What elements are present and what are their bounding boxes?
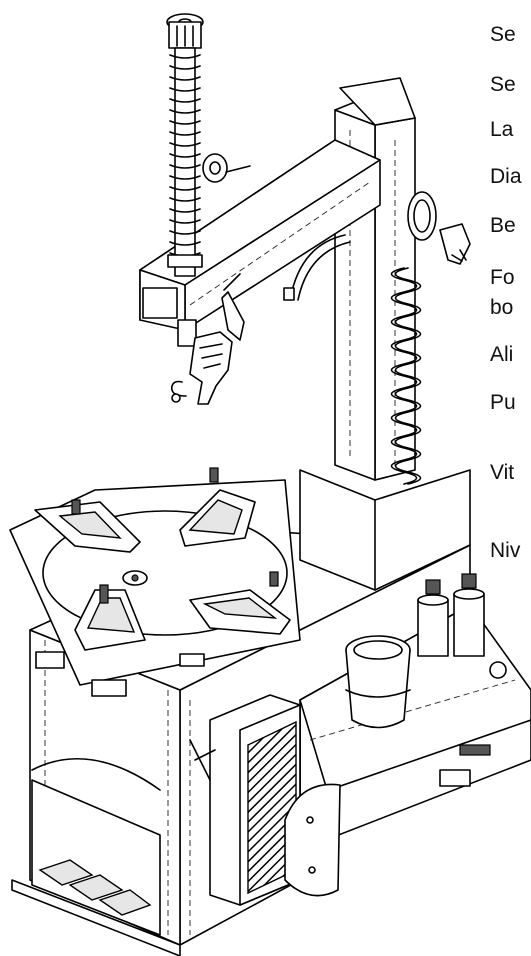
label-1: Se: [490, 23, 516, 46]
label-2: Se: [490, 73, 516, 96]
label-8: Ali: [490, 343, 514, 366]
filter-regulator-icon: [417, 573, 507, 679]
foot-pedal: [284, 783, 341, 897]
vertical-shaft: [166, 13, 245, 405]
label-9: Pu: [490, 391, 516, 414]
label-5: Be: [490, 214, 516, 237]
label-3: La: [490, 118, 514, 141]
pedal-recess: [31, 757, 161, 936]
label-6: Fo: [490, 266, 515, 289]
hook: [189, 739, 216, 781]
label-7: bo: [490, 296, 514, 319]
pressure-gauge-icon: [407, 191, 471, 265]
lubricant-bucket: [345, 635, 411, 729]
turntable: [9, 467, 301, 697]
label-4: Dia: [490, 165, 522, 188]
label-10: Vit: [490, 461, 515, 484]
air-coil-hose: [390, 267, 422, 485]
label-11: Niv: [490, 539, 521, 562]
